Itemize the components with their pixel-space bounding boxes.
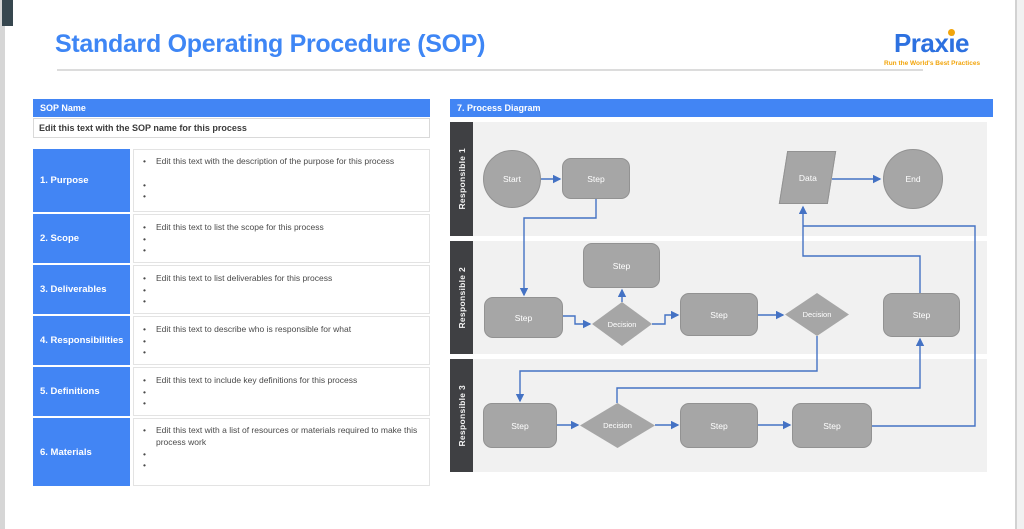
bullet-item[interactable]: [141, 335, 421, 347]
row-label-scope: 2. Scope: [33, 214, 130, 263]
row-label-definitions: 5. Definitions: [33, 367, 130, 416]
bullet-item[interactable]: [141, 346, 421, 358]
row-label-purpose: 1. Purpose: [33, 149, 130, 212]
bullet-item[interactable]: [141, 295, 421, 307]
bullet-item[interactable]: Edit this text to describe who is respon…: [141, 323, 421, 335]
sop-name-header: SOP Name: [33, 99, 430, 117]
table-row: 5. Definitions Edit this text to include…: [33, 367, 430, 416]
row-content-definitions[interactable]: Edit this text to include key definition…: [133, 367, 430, 416]
praxie-logo-dot-icon: [948, 29, 956, 36]
flow-node-step-1[interactable]: Step: [562, 158, 630, 199]
row-content-scope[interactable]: Edit this text to list the scope for thi…: [133, 214, 430, 263]
praxie-logo-text: Praxie: [893, 28, 970, 58]
row-label-responsibilities: 4. Responsibilities: [33, 316, 130, 365]
page-left-edge: [0, 0, 5, 529]
row-label-deliverables: 3. Deliverables: [33, 265, 130, 314]
table-row: 4. Responsibilities Edit this text to de…: [33, 316, 430, 365]
bullet-item[interactable]: [141, 244, 421, 256]
bullet-item[interactable]: Edit this text to list deliverables for …: [141, 272, 421, 284]
sop-panel: SOP Name Edit this text with the SOP nam…: [33, 99, 430, 488]
process-diagram-panel: 7. Process Diagram Responsible 1 Respons…: [450, 99, 993, 485]
title-divider: [57, 69, 923, 71]
bullet-item[interactable]: Edit this text to include key definition…: [141, 374, 421, 386]
flow-node-step-2[interactable]: Step: [484, 297, 563, 338]
bullet-item[interactable]: [141, 190, 421, 202]
flow-node-step-4[interactable]: Step: [680, 293, 758, 336]
sop-sections-table: 1. Purpose Edit this text with the descr…: [33, 149, 430, 486]
bullet-item[interactable]: Edit this text with the description of t…: [141, 156, 421, 179]
flow-node-step-5[interactable]: Step: [883, 293, 960, 337]
flow-node-step-6[interactable]: Step: [483, 403, 557, 448]
page-right-border: [1015, 0, 1017, 529]
flow-node-step-3[interactable]: Step: [583, 243, 660, 288]
bullet-item[interactable]: [141, 459, 421, 471]
swimlane-1-label[interactable]: Responsible 1: [450, 122, 473, 236]
bullet-item[interactable]: [141, 284, 421, 296]
bullet-item[interactable]: [141, 448, 421, 460]
flow-node-start[interactable]: Start: [483, 150, 541, 208]
flow-node-end[interactable]: End: [883, 149, 943, 209]
row-content-materials[interactable]: Edit this text with a list of resources …: [133, 418, 430, 486]
flow-node-data[interactable]: Data: [778, 151, 837, 204]
flow-node-step-7[interactable]: Step: [680, 403, 758, 448]
bullet-item[interactable]: Edit this text to list the scope for thi…: [141, 221, 421, 233]
row-content-responsibilities[interactable]: Edit this text to describe who is respon…: [133, 316, 430, 365]
table-row: 2. Scope Edit this text to list the scop…: [33, 214, 430, 263]
row-label-materials: 6. Materials: [33, 418, 130, 486]
bullet-item[interactable]: [141, 386, 421, 398]
row-content-deliverables[interactable]: Edit this text to list deliverables for …: [133, 265, 430, 314]
process-diagram-canvas: Responsible 1 Responsible 2 Responsible …: [450, 117, 993, 485]
bullet-item[interactable]: [141, 179, 421, 191]
bullet-item[interactable]: [141, 233, 421, 245]
swimlane-2-label[interactable]: Responsible 2: [450, 241, 473, 354]
flow-node-step-8[interactable]: Step: [792, 403, 872, 448]
process-diagram-header: 7. Process Diagram: [450, 99, 993, 117]
praxie-tagline: Run the World's Best Practices: [884, 60, 981, 67]
sop-name-field[interactable]: Edit this text with the SOP name for thi…: [33, 118, 430, 138]
corner-mark: [2, 0, 13, 26]
table-row: 3. Deliverables Edit this text to list d…: [33, 265, 430, 314]
table-row: 1. Purpose Edit this text with the descr…: [33, 149, 430, 212]
bullet-item[interactable]: Edit this text with a list of resources …: [141, 425, 421, 448]
row-content-purpose[interactable]: Edit this text with the description of t…: [133, 149, 430, 212]
page-title: Standard Operating Procedure (SOP): [55, 30, 486, 58]
page-right-margin: [1017, 0, 1024, 529]
table-row: 6. Materials Edit this text with a list …: [33, 418, 430, 486]
swimlane-3-label[interactable]: Responsible 3: [450, 359, 473, 472]
praxie-logo: Praxie Run the World's Best Practices: [884, 28, 981, 67]
bullet-item[interactable]: [141, 397, 421, 409]
